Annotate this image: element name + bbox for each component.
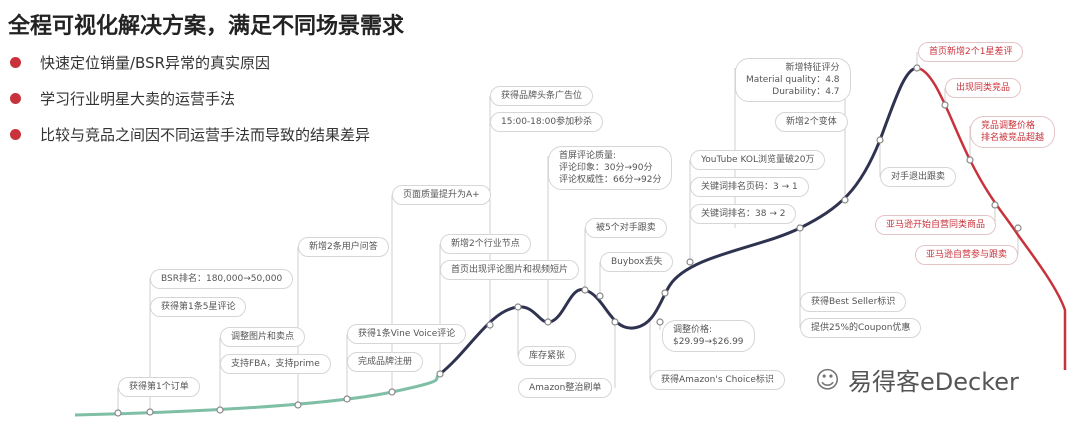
bullet-dot-icon: [10, 129, 21, 140]
page-title: 全程可视化解决方案，满足不同场景需求: [8, 14, 405, 39]
milestone-label: 获得Best Seller标识: [800, 292, 907, 312]
milestone-label: 获得第1条5星评论: [150, 297, 247, 317]
milestone-label: 首屏评论质量: 评论印象：30分→90分 评论权威性：66分→92分: [548, 146, 673, 190]
watermark: ☺易得客eDecker: [815, 362, 1019, 397]
milestone-label: 15:00-18:00参加秒杀: [490, 112, 604, 132]
milestone-label: YouTube KOL浏览量破20万: [690, 150, 826, 170]
decline-label: 首页新增2个1星差评: [918, 42, 1024, 62]
milestone-label: 关键词排名页码：3 → 1: [690, 177, 809, 197]
milestone-label: 对手退出跟卖: [880, 167, 957, 187]
bullet-item: 学习行业明星大卖的运营手法: [10, 88, 235, 109]
milestone-label: 调整图片和卖点: [220, 327, 306, 347]
bullet-item: 快速定位销量/BSR异常的真实原因: [10, 52, 270, 73]
wechat-icon: ☺: [815, 365, 841, 394]
milestone-label: 调整价格: $29.99→$26.99: [662, 320, 755, 352]
decline-label: 竞品调整价格 排名被竞品超越: [970, 116, 1056, 148]
milestone-label: 关键词排名：38 → 2: [690, 204, 797, 224]
milestone-label: 支持FBA，支持prime: [220, 354, 331, 374]
milestone-label: 首页出现评论图片和视频短片: [440, 260, 580, 280]
decline-label: 出现同类竞品: [945, 78, 1022, 98]
milestone-label: 新增特征评分 Material quality：4.8 Durability：4…: [735, 58, 851, 102]
bullet-dot-icon: [10, 57, 21, 68]
milestone-label: 获得第1个订单: [118, 377, 200, 397]
milestone-label: 库存紧张: [518, 346, 577, 366]
milestone-label: 提供25%的Coupon优惠: [800, 318, 922, 338]
milestone-label: 新增2个变体: [775, 112, 848, 132]
bullet-dot-icon: [10, 93, 21, 104]
milestone-label: 新增2个行业节点: [440, 234, 531, 254]
growth-curve: [74, 372, 441, 417]
decline-label: 亚马逊开始自营同类商品: [875, 215, 997, 235]
connector-lines: [117, 52, 1019, 413]
milestone-label: Buybox丢失: [600, 252, 674, 272]
bullet-text: 比较与竞品之间因不同运营手法而导致的结果差异: [40, 126, 371, 144]
milestone-label: 新增2条用户问答: [298, 237, 389, 257]
bullet-text: 学习行业明星大卖的运营手法: [40, 90, 236, 108]
main-curve: [439, 66, 918, 376]
milestone-label: 被5个对手跟卖: [585, 218, 667, 238]
milestone-label: BSR排名：180,000→50,000: [150, 269, 294, 289]
milestone-label: 完成品牌注册: [347, 352, 424, 372]
bullet-item: 比较与竞品之间因不同运营手法而导致的结果差异: [10, 124, 370, 145]
milestone-label: 获得1条Vine Voice评论: [347, 324, 467, 344]
milestone-points: [114, 64, 1022, 417]
milestone-label: 获得品牌头条广告位: [490, 86, 594, 106]
watermark-text: 易得客eDecker: [848, 368, 1019, 396]
milestone-label: Amazon整治刷单: [518, 378, 613, 398]
milestone-label: 页面质量提升为A+: [392, 185, 491, 205]
bullet-text: 快速定位销量/BSR异常的真实原因: [40, 54, 271, 72]
decline-label: 亚马逊自营参与跟卖: [915, 245, 1019, 265]
milestone-label: 获得Amazon's Choice标识: [650, 370, 785, 390]
